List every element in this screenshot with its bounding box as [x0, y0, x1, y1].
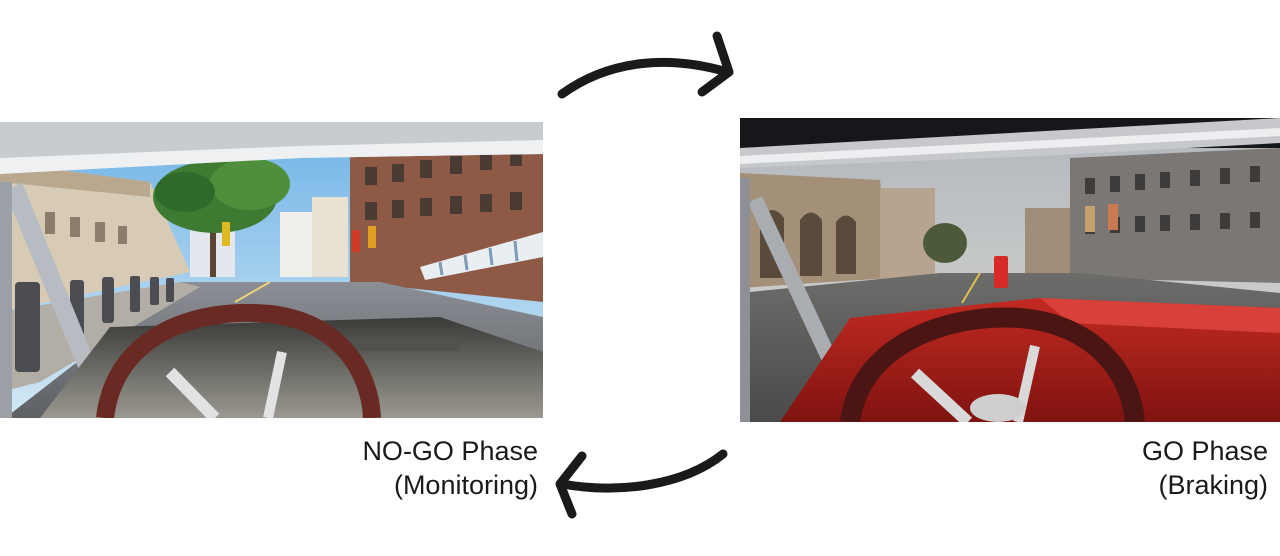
go-phase-subtitle: (Braking): [1158, 470, 1268, 500]
no-go-phase-title: NO-GO Phase: [362, 436, 538, 466]
no-go-scene-illustration: [0, 122, 543, 418]
go-scene-illustration: [740, 118, 1280, 422]
go-phase-caption: GO Phase (Braking): [1142, 434, 1268, 502]
curved-arrow-right-icon: [557, 31, 734, 99]
no-go-scene-image: [0, 122, 543, 418]
curved-arrow-left-icon: [555, 449, 728, 519]
go-scene-image: [740, 118, 1280, 422]
go-phase-title: GO Phase: [1141, 436, 1268, 466]
no-go-phase-subtitle: (Monitoring): [393, 470, 538, 500]
no-go-phase-caption: NO-GO Phase (Monitoring): [362, 434, 538, 502]
